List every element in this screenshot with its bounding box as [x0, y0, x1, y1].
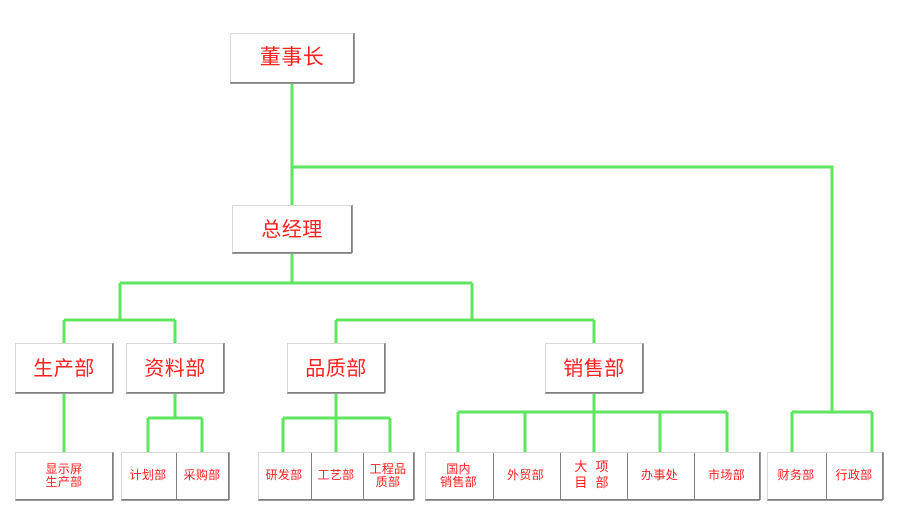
node-display-production[interactable]: 显示屏 生产部	[45, 461, 83, 489]
node-domestic-sales[interactable]: 国内 销售部	[440, 461, 477, 489]
strip-admin-children	[767, 452, 883, 500]
node-office[interactable]: 办事处	[641, 468, 678, 483]
strip-divider	[694, 453, 695, 499]
node-foreign-trade[interactable]: 外贸部	[507, 468, 544, 483]
node-purchasing[interactable]: 采购部	[183, 468, 221, 483]
strip-divider	[493, 453, 494, 499]
node-major-projects[interactable]: 大 项 目 部	[574, 460, 611, 491]
strip-divider	[826, 453, 827, 499]
node-finance[interactable]: 财务部	[777, 468, 815, 483]
node-engineering-quality[interactable]: 工程品 质部	[369, 461, 407, 489]
node-chairman[interactable]: 董事长	[230, 33, 354, 83]
node-documentation[interactable]: 资料部	[126, 343, 224, 393]
node-production[interactable]: 生产部	[15, 343, 113, 393]
node-marketing[interactable]: 市场部	[708, 468, 745, 483]
strip-quality-children	[258, 452, 414, 500]
node-sales[interactable]: 销售部	[545, 343, 643, 393]
node-planning[interactable]: 计划部	[129, 468, 167, 483]
edge-chairman-to-admin-column	[292, 165, 834, 412]
strip-divider	[311, 453, 312, 499]
strip-divider	[627, 453, 628, 499]
node-general-manager[interactable]: 总经理	[232, 205, 352, 253]
node-rnd[interactable]: 研发部	[265, 468, 303, 483]
strip-documentation-children	[121, 452, 229, 500]
strip-divider	[363, 453, 364, 499]
node-process[interactable]: 工艺部	[317, 468, 355, 483]
node-administration[interactable]: 行政部	[835, 468, 873, 483]
strip-sales-children	[425, 452, 760, 500]
strip-divider	[176, 453, 177, 499]
strip-production-children	[15, 452, 113, 500]
strip-divider	[560, 453, 561, 499]
node-quality[interactable]: 品质部	[287, 343, 385, 393]
